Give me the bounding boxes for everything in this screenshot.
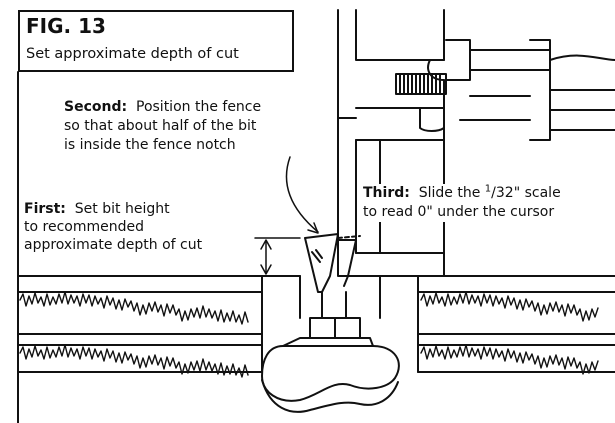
note-first-line3: approximate depth of cut [24, 237, 203, 253]
note-third-line1-pre: Slide the [418, 185, 485, 201]
note-third-fraction-num: 1 [484, 183, 492, 195]
note-second-line3: is inside the fence notch [64, 137, 236, 153]
router-table-right [417, 275, 615, 375]
note-second-line1: Position the fence [136, 99, 262, 115]
note-third-line1-post: scale [520, 185, 561, 201]
router-nut [261, 337, 400, 413]
note-third: Third: Slide the 1/32" scale to read 0" … [360, 184, 564, 222]
router-table-left [17, 71, 263, 423]
note-second: Second: Position the fence so that about… [64, 98, 261, 155]
figure-caption: Set approximate depth of cut [26, 46, 239, 62]
leader-arrow [285, 156, 319, 234]
figure-title-box: FIG. 13 Set approximate depth of cut [18, 10, 294, 72]
note-first-line1: Set bit height [74, 201, 170, 217]
note-first-label: First: [24, 201, 66, 217]
note-first-line2: to recommended [24, 219, 144, 235]
note-second-line2: so that about half of the bit [64, 118, 257, 134]
note-third-fraction-den: /32" [491, 185, 521, 201]
router-bit [304, 233, 361, 293]
note-second-label: Second: [64, 99, 128, 115]
note-third-label: Third: [363, 185, 410, 201]
router-collet [309, 291, 361, 339]
note-first: First: Set bit height to recommended app… [24, 200, 202, 254]
note-third-line2: to read 0" under the cursor [363, 204, 555, 220]
figure-number: FIG. 13 [26, 14, 106, 38]
height-dimension [254, 237, 301, 277]
lead-screw [395, 39, 615, 141]
table-opening [261, 275, 419, 319]
